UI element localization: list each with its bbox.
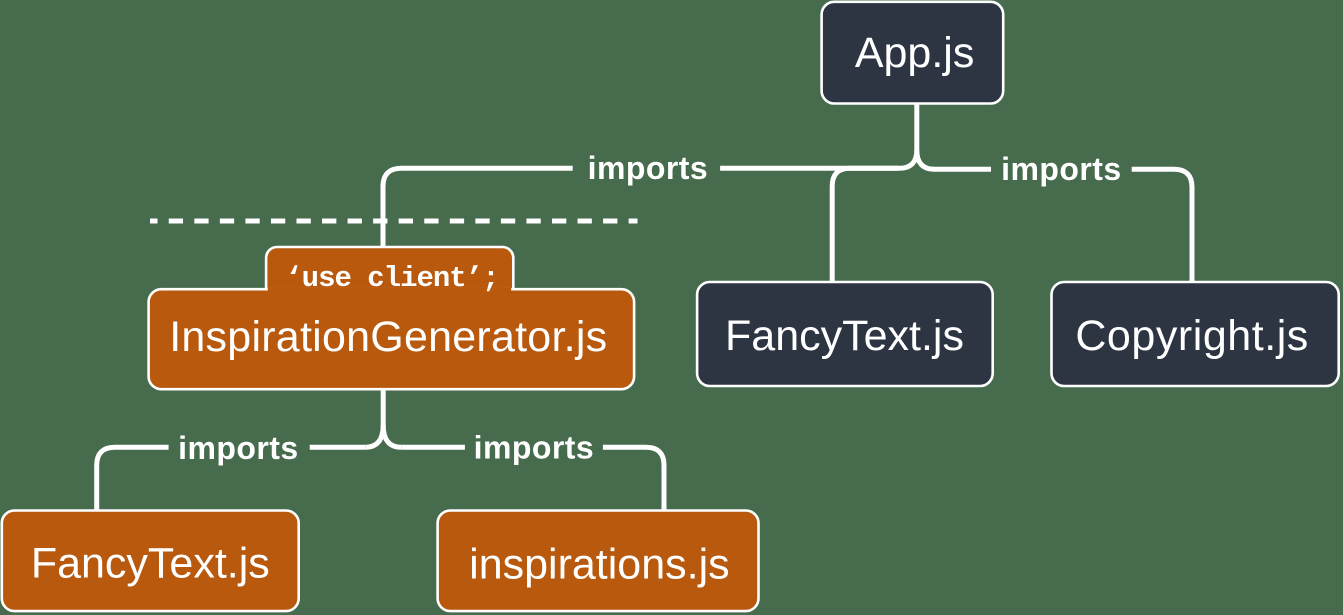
svg-text:imports: imports	[588, 150, 709, 186]
svg-text:FancyText.js: FancyText.js	[725, 312, 964, 360]
svg-text:imports: imports	[474, 430, 595, 466]
svg-text:imports: imports	[1001, 151, 1122, 187]
svg-text:imports: imports	[178, 430, 299, 466]
svg-text:‘use client’;: ‘use client’;	[285, 262, 498, 295]
svg-text:FancyText.js: FancyText.js	[31, 540, 270, 588]
svg-text:inspirations.js: inspirations.js	[469, 541, 730, 589]
svg-text:Copyright.js: Copyright.js	[1075, 312, 1309, 360]
svg-text:InspirationGenerator.js: InspirationGenerator.js	[169, 313, 607, 361]
svg-text:App.js: App.js	[855, 29, 975, 77]
